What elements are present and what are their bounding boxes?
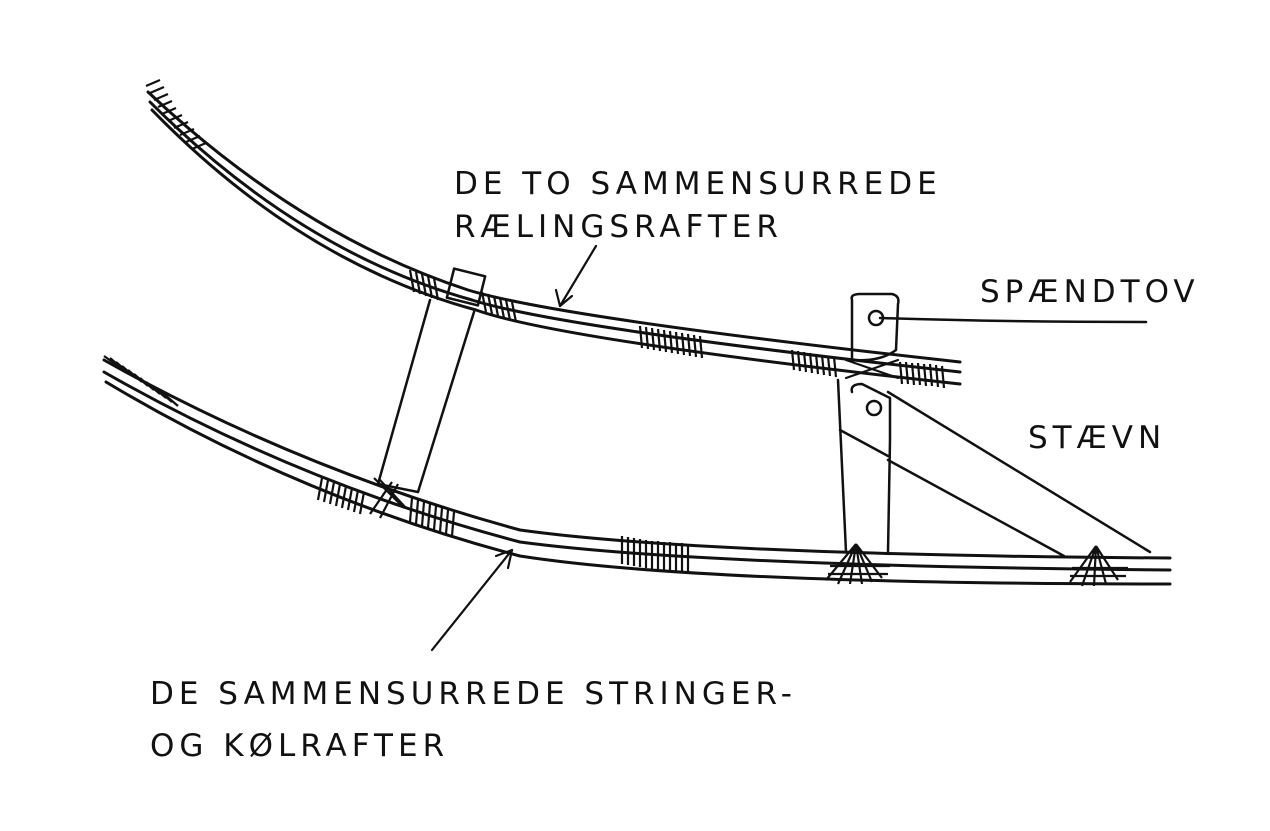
gunwale-lashing-1 xyxy=(145,78,207,151)
label-keel-line1: DE SAMMENSURREDE STRINGER- xyxy=(150,676,797,712)
stringer-keel-rafters xyxy=(102,355,1172,587)
label-rail-line2: RÆLINGSRAFTER xyxy=(454,209,783,245)
keel-lashing-2 xyxy=(316,477,456,537)
tension-rope xyxy=(878,316,1148,324)
stem-hole-icon xyxy=(865,399,883,417)
keel-lashing-1 xyxy=(103,355,179,407)
connecting-strut xyxy=(369,298,476,519)
label-keel-line2: OG KØLRAFTER xyxy=(150,728,449,764)
gunwale-lashing-3 xyxy=(638,325,704,359)
stem-foot-lashing-2 xyxy=(1069,545,1128,587)
gunwale-rafters xyxy=(145,78,962,389)
label-rail-line1: DE TO SAMMENSURREDE xyxy=(454,166,942,202)
arrow-to-gunwale xyxy=(554,244,598,308)
arrow-to-keel xyxy=(430,548,514,652)
label-stem: STÆVN xyxy=(1028,420,1166,456)
gunwale-lashing-2 xyxy=(408,269,518,323)
stem-foot-lashing-1 xyxy=(825,543,890,585)
gunwale-lashing-4 xyxy=(790,349,946,389)
label-rope: SPÆNDTOV xyxy=(980,274,1200,310)
stem-assembly xyxy=(836,292,1152,558)
keel-lashing-3 xyxy=(620,536,690,572)
